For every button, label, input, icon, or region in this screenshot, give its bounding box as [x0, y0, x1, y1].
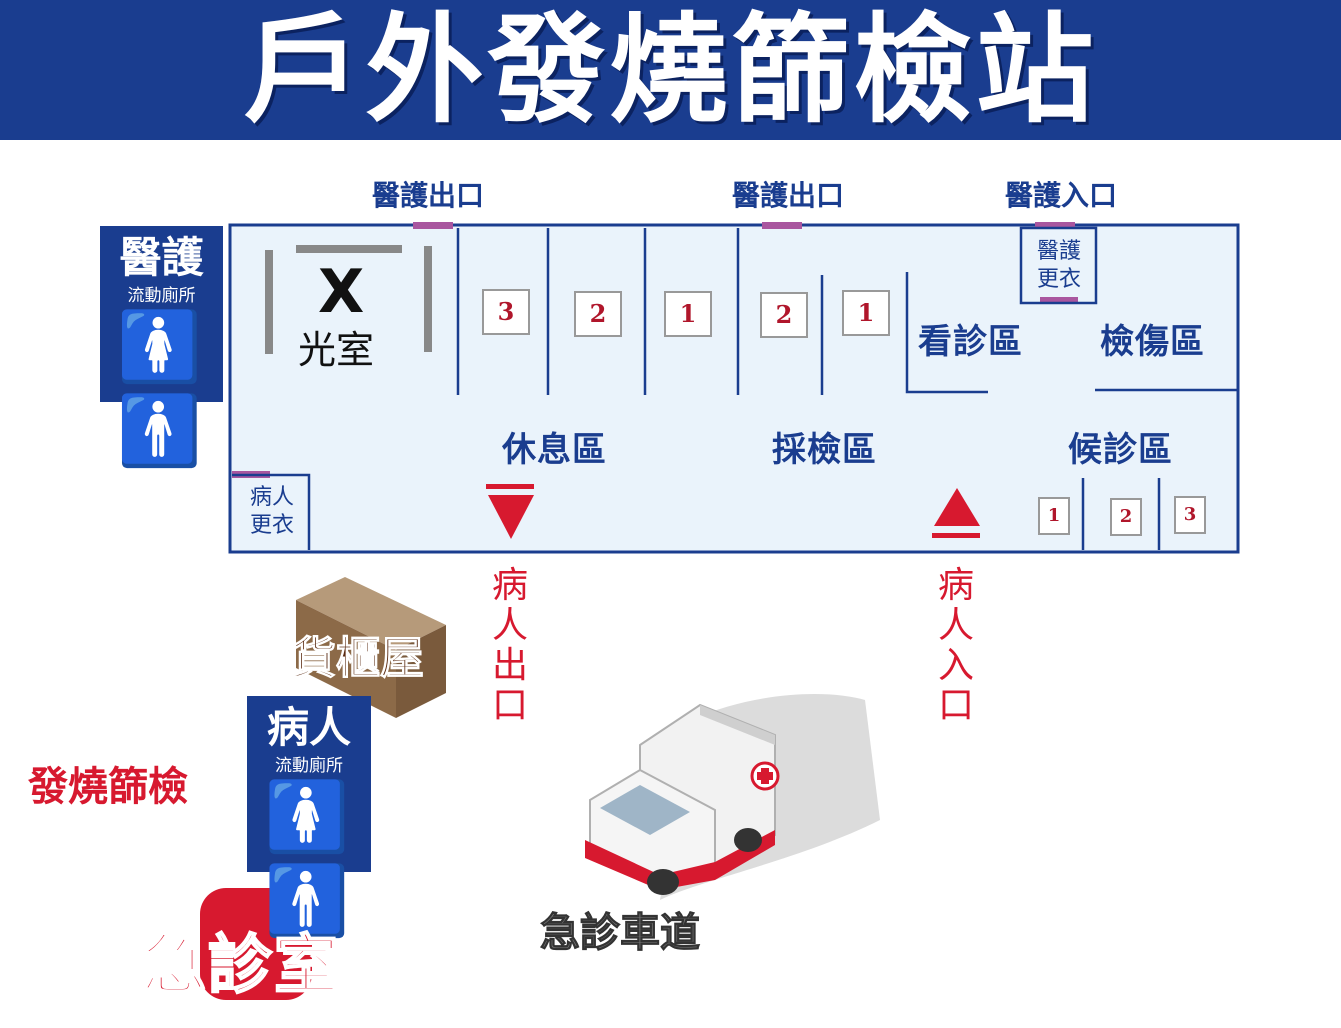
ambulance-lane-label: 急診車道 [540, 910, 701, 957]
er-block [200, 888, 312, 1000]
patient-changing-label: 病人 更衣 [249, 485, 294, 538]
door-staff-exit-1 [413, 222, 453, 229]
zone-waiting: 候診區 [1068, 430, 1173, 470]
booth-rest-2: 2 [574, 291, 622, 337]
entrance-arrow [934, 488, 980, 526]
staff-toilet-subtitle: 流動廁所 [127, 286, 196, 306]
booth-rest-3: 3 [482, 289, 530, 335]
zone-triage: 檢傷區 [1100, 322, 1205, 362]
staff-entrance-label: 醫護入口 [1005, 179, 1118, 212]
patient-changing-room [232, 473, 311, 550]
staff-changing-label: 醫護 更衣 [1036, 239, 1081, 292]
zone-rest: 休息區 [502, 430, 607, 470]
staff-exit-label-1: 醫護出口 [372, 179, 485, 212]
staff-toilet-sign: 醫護 流動廁所 🚺🚹 [100, 226, 223, 471]
patient-exit-label: 病人出口 [491, 565, 528, 726]
booth-waiting-1: 1 [1038, 497, 1070, 535]
staff-changing-room [1019, 226, 1098, 305]
patient-toilet-subtitle: 流動廁所 [275, 756, 343, 776]
booth-rest-1: 1 [664, 291, 712, 337]
patient-entrance-label: 病人入口 [937, 565, 974, 726]
booth-sampling-2: 2 [760, 292, 808, 338]
page-title: 戶外發燒篩檢站 [243, 1, 1098, 139]
container-front [296, 600, 396, 718]
title-banner [0, 0, 1341, 140]
container-top [296, 577, 446, 650]
toilet-people-icon: 🚺🚹 [117, 308, 206, 471]
zone-sampling: 採檢區 [772, 430, 877, 470]
toilet-people-icon: 🚺🚹 [264, 778, 354, 941]
fever-screening-label: 發燒篩檢 [28, 764, 188, 810]
er-label: 急診室 [141, 928, 340, 1004]
patient-toilet-title: 病人 [266, 703, 351, 752]
building-outline [228, 223, 1240, 554]
container-side [396, 625, 446, 718]
entrance-arrow-bar [932, 533, 980, 538]
zone-consult: 看診區 [918, 322, 1023, 362]
xray-room-label: 光室 [298, 328, 375, 372]
xray-wall-right [424, 246, 432, 352]
container-house-label: 貨櫃屋 [292, 633, 425, 685]
door-staff-entrance [1035, 222, 1075, 229]
xray-wall-top [296, 245, 402, 253]
booth-sampling-1: 1 [842, 290, 890, 336]
exit-arrow-bar [486, 484, 534, 489]
xray-wall-left [265, 250, 273, 354]
ambulance-icon [585, 703, 780, 895]
exit-arrow [488, 495, 534, 539]
xray-room-x: X [318, 257, 365, 327]
booth-waiting-3: 3 [1174, 496, 1206, 534]
staff-exit-label-2: 醫護出口 [732, 179, 845, 212]
door-staff-exit-2 [762, 222, 802, 229]
booth-waiting-2: 2 [1110, 498, 1142, 536]
staff-toilet-title: 醫護 [119, 233, 204, 282]
door-staff-changing [1040, 297, 1078, 304]
wall-consult [905, 272, 988, 394]
patient-toilet-sign: 病人 流動廁所 🚺🚹 [247, 696, 371, 941]
